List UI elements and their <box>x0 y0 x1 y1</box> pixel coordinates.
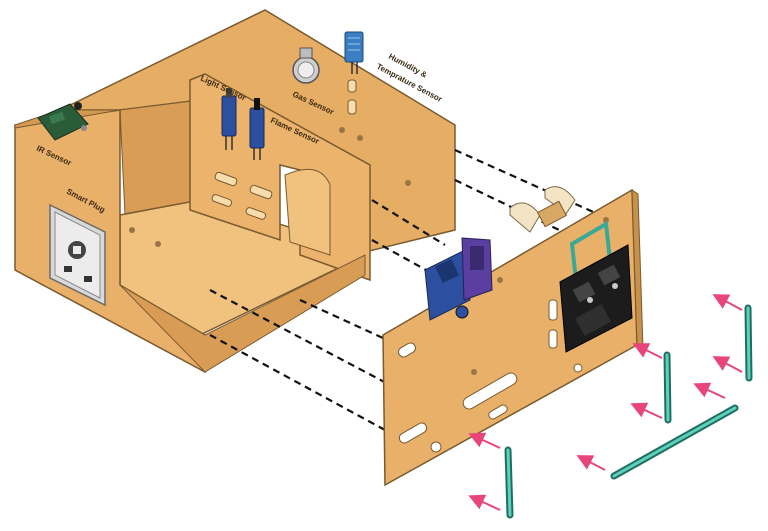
partition-arch <box>284 168 331 256</box>
light-sensor-module <box>221 88 237 150</box>
screw-hole <box>357 135 363 141</box>
partition-slot <box>249 184 273 200</box>
wall-slot <box>347 79 357 93</box>
arrow <box>712 294 743 311</box>
screw-hole <box>339 127 345 133</box>
flame-sensor-module <box>249 98 265 160</box>
screw-hole <box>405 180 411 186</box>
arrow <box>468 494 501 511</box>
partition-slot <box>211 194 233 207</box>
arrow <box>712 356 743 373</box>
pink-arrows <box>468 294 743 511</box>
screw-hole <box>129 227 135 233</box>
gas-sensor-module <box>292 47 320 84</box>
arrow <box>630 402 663 419</box>
panel-hole <box>430 441 442 453</box>
wall-slot <box>347 99 357 115</box>
alignment-dashed-lines <box>209 148 601 431</box>
arrow <box>632 343 663 359</box>
partition-slot <box>214 171 238 187</box>
panel-slot <box>548 329 558 349</box>
arrow <box>693 382 726 399</box>
arrow <box>468 432 501 449</box>
panel-slot <box>548 299 558 321</box>
camera-module <box>424 237 493 321</box>
panel-slot <box>488 404 508 420</box>
panel-slot <box>398 342 416 358</box>
main-controller-board <box>559 244 633 353</box>
servo-brackets <box>509 186 576 233</box>
front-wall-panel <box>119 254 366 373</box>
panel-hole <box>471 369 477 375</box>
partition-slot <box>245 207 267 220</box>
arrow <box>576 455 606 471</box>
panel-slot <box>462 372 518 410</box>
teal-rods <box>504 304 753 519</box>
panel-hole <box>573 363 583 373</box>
smart-plug <box>49 203 106 307</box>
panel-hole <box>497 277 503 283</box>
panel-slot <box>398 422 428 444</box>
screw-hole <box>155 241 161 247</box>
back-wall-inner <box>119 99 201 216</box>
humidity-sensor-module <box>344 31 364 74</box>
ir-sensor-module <box>37 102 89 141</box>
